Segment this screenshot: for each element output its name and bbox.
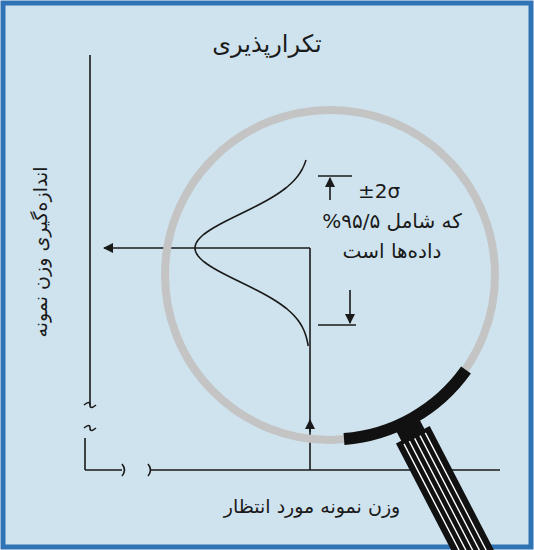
frame-panel bbox=[3, 3, 531, 547]
sigma-range: ±2σ bbox=[358, 176, 400, 206]
x-axis-label: وزن نمونه مورد انتظار bbox=[224, 492, 400, 521]
title: تکرارپذیری bbox=[212, 30, 321, 58]
bell-curve bbox=[195, 160, 308, 346]
y-axis-label: اندازه‌گیری وزن نمونه bbox=[26, 166, 55, 337]
magnifier-handle bbox=[388, 411, 508, 550]
range-note: که شامل ۹۵/۵% داده‌ها است bbox=[312, 206, 472, 266]
magnifier-ring bbox=[165, 110, 495, 440]
axes bbox=[84, 55, 500, 476]
